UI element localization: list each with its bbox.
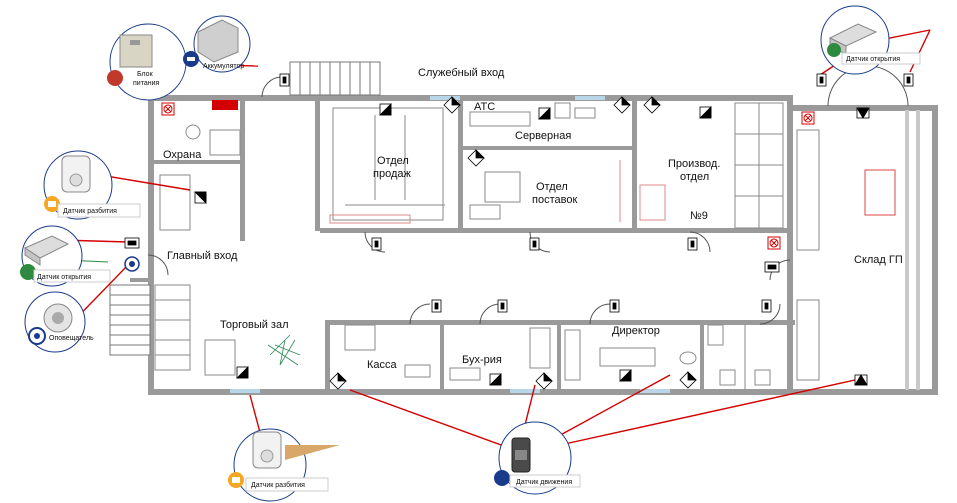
room-labels: Служебный вход Охрана Отдел продаж АТС С… (163, 67, 903, 371)
label-siren: Оповещатель (49, 335, 94, 342)
motion-sensor-callout: Датчик движения (494, 421, 581, 495)
label-sales-dept-1: Отдел (377, 155, 409, 167)
label-production-2: отдел (680, 171, 709, 183)
label-glass-break-top: Датчик разбития (63, 207, 117, 215)
furniture (154, 102, 896, 390)
plant (267, 334, 301, 366)
label-power-supply-1: Блок (137, 71, 154, 78)
battery-callout: Аккумулятор (183, 15, 251, 73)
power-supply-icon (119, 34, 153, 68)
power-badge-icon (107, 70, 123, 86)
glass-sensor-marker (194, 103, 712, 386)
label-security: Охрана (163, 149, 202, 161)
label-power-supply-2: питания (133, 80, 159, 87)
glass-break-callout-top: Датчик разбития (43, 150, 141, 220)
open-sensor-callout-left: Датчик открытия (20, 225, 111, 287)
open-sensor-callout-right: Датчик открытия (820, 5, 921, 75)
windows (230, 96, 670, 393)
open-sensor-badge-icon (20, 264, 36, 280)
door-contact-marker (124, 73, 914, 313)
motion-badge-icon (494, 470, 510, 486)
label-glass-break-bottom: Датчик разбития (251, 481, 305, 489)
glass-break-callout-bottom: Датчик разбития (228, 428, 340, 502)
label-sales-dept-2: продаж (373, 168, 411, 180)
label-warehouse: Склад ГП (854, 254, 903, 266)
power-supply-callout: Блок питания (107, 23, 187, 101)
service-stairs (289, 61, 381, 96)
label-production-1: Производ. (668, 158, 720, 170)
label-trading-hall: Торговый зал (220, 319, 289, 331)
label-battery: Аккумулятор (203, 63, 244, 70)
open-sensor-badge-icon-right (827, 43, 841, 57)
fire-detector-marker (161, 102, 815, 250)
outer-walls (130, 95, 938, 395)
motion-sensor-marker (329, 96, 870, 390)
siren-callout: Оповещатель (24, 291, 94, 353)
label-open-sensor-left: Датчик открытия (37, 274, 91, 281)
label-supply-dept-2: поставок (532, 194, 577, 206)
sensor-markers (124, 73, 914, 390)
doors (147, 65, 909, 325)
label-main-entrance: Главный вход (167, 250, 238, 262)
label-server-room: Серверная (515, 130, 571, 142)
label-open-sensor-right: Датчик открытия (846, 56, 900, 63)
label-director: Директор (612, 325, 660, 337)
label-service-entrance: Служебный вход (418, 67, 505, 79)
label-accounting: Бух-рия (462, 354, 502, 366)
battery-icon (197, 19, 239, 63)
label-cashier: Касса (367, 359, 398, 371)
label-no9: №9 (690, 210, 708, 222)
label-supply-dept-1: Отдел (536, 181, 568, 193)
label-ats: АТС (474, 101, 495, 113)
label-motion-sensor: Датчик движения (516, 479, 572, 486)
alarm-lines (59, 29, 931, 451)
main-stairs (109, 284, 151, 356)
control-panel-marker (212, 100, 238, 110)
